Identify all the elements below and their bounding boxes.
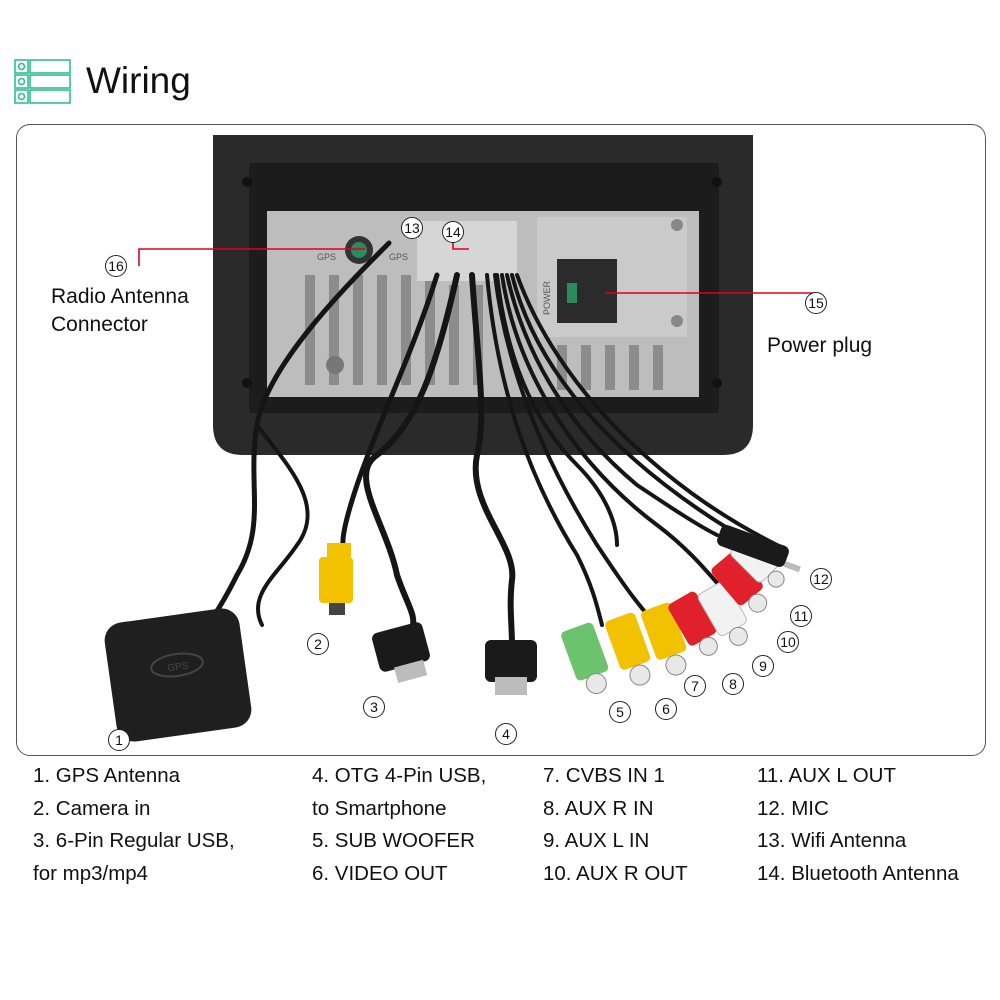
legend-item: 7. CVBS IN 1 (543, 764, 665, 787)
gps-port-label-2: GPS (389, 252, 408, 262)
camera-in-connector (319, 543, 353, 615)
legend-item: 6. VIDEO OUT (312, 862, 448, 886)
gps-antenna-puck: GPS (104, 608, 252, 742)
usb-6pin-connector (372, 622, 430, 683)
wiring-diagram-panel: GPS GPS POWER GPS (16, 124, 986, 756)
marker-14: 14 (442, 221, 464, 243)
legend-item: 4. OTG 4-Pin USB, (312, 764, 487, 787)
marker-4: 4 (495, 723, 517, 745)
power-port-label: POWER (542, 280, 552, 315)
head-unit: GPS GPS POWER (213, 135, 753, 455)
legend-item: to Smartphone (312, 796, 447, 820)
radio-antenna-callout-line2: Connector (51, 313, 148, 336)
legend-column-2: 4. OTG 4-Pin USB, to Smartphone 5. SUB W… (312, 760, 486, 891)
marker-13: 13 (401, 217, 423, 239)
rca-connectors (561, 525, 801, 695)
marker-3: 3 (363, 696, 385, 718)
legend-item: 14. Bluetooth Antenna (757, 862, 959, 886)
marker-12: 12 (810, 568, 832, 590)
marker-9: 9 (752, 655, 774, 677)
legend-column-3: 7. CVBS IN 1 8. AUX R IN 9. AUX L IN 10.… (543, 760, 688, 891)
legend-item: 13. Wifi Antenna (757, 829, 907, 853)
page-title: Wiring (86, 60, 191, 101)
legend-column-4: 11. AUX L OUT 12. MIC 13. Wifi Antenna 1… (757, 760, 959, 891)
legend-item: 2. Camera in (33, 796, 151, 820)
marker-10: 10 (777, 631, 799, 653)
legend-item: 11. AUX L OUT (757, 764, 896, 787)
power-plug-callout: Power plug (767, 334, 873, 357)
marker-2: 2 (307, 633, 329, 655)
legend-item: 10. AUX R OUT (543, 862, 688, 886)
marker-15: 15 (805, 292, 827, 314)
legend-item: for mp3/mp4 (33, 862, 149, 886)
list-icon (14, 59, 71, 104)
marker-5: 5 (609, 701, 631, 723)
radio-antenna-callout-line1: Radio Antenna (51, 285, 189, 308)
marker-1: 1 (108, 729, 130, 751)
legend-item: 12. MIC (757, 796, 829, 820)
header: Wiring (14, 56, 414, 108)
wiring-diagram: GPS GPS POWER GPS (104, 135, 817, 742)
usb-otg-connector (485, 640, 537, 695)
marker-6: 6 (655, 698, 677, 720)
marker-8: 8 (722, 673, 744, 695)
gps-puck-label: GPS (167, 660, 190, 674)
legend-item: 9. AUX L IN (543, 829, 650, 853)
marker-11: 11 (790, 605, 812, 627)
cables (189, 240, 779, 648)
legend-item: 1. GPS Antenna (33, 764, 181, 787)
marker-7: 7 (684, 675, 706, 697)
marker-16: 16 (105, 255, 127, 277)
legend: 1. GPS Antenna 2. Camera in 3. 6-Pin Reg… (0, 760, 1000, 890)
legend-item: 3. 6-Pin Regular USB, (33, 829, 235, 853)
legend-item: 8. AUX R IN (543, 796, 654, 820)
legend-column-1: 1. GPS Antenna 2. Camera in 3. 6-Pin Reg… (33, 760, 235, 891)
gps-port-label: GPS (317, 252, 336, 262)
legend-item: 5. SUB WOOFER (312, 829, 475, 853)
